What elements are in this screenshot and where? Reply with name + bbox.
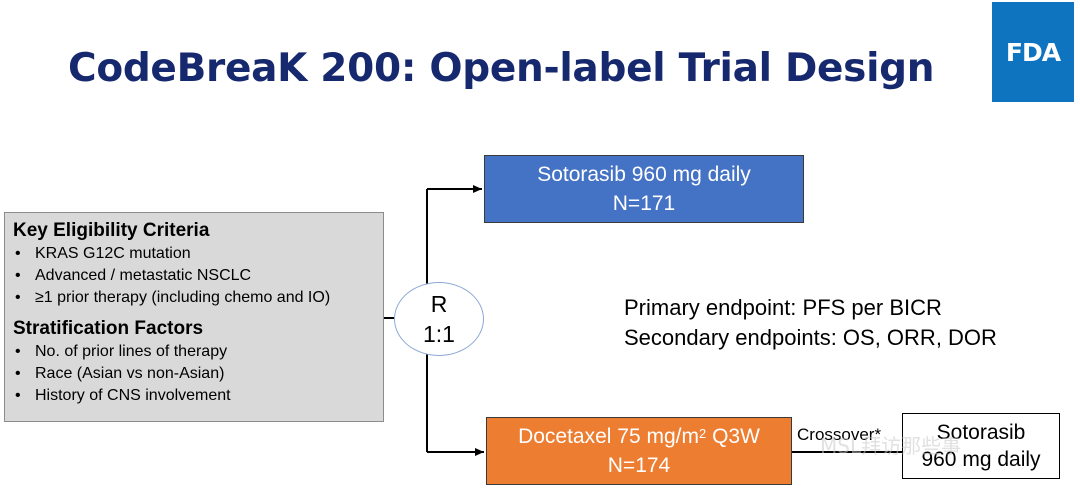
stratification-item: History of CNS involvement [13,385,383,407]
stratification-heading: Stratification Factors [13,318,204,339]
fda-logo: FDA [992,2,1074,102]
sotorasib-arm-dose: Sotorasib 960 mg daily [537,163,751,186]
randomization-label: R [430,291,448,317]
criteria-box: Key Eligibility Criteria KRAS G12C mutat… [4,212,384,422]
crossover-label: Crossover* [797,425,882,444]
docetaxel-arm-box: Docetaxel 75 mg/m2 Q3W N=174 [486,417,792,485]
watermark-text: MSL拜访那些事 [820,434,962,458]
crossover-drug: Sotorasib [936,421,1026,444]
docetaxel-dose-prefix: Docetaxel 75 mg/m [518,425,699,448]
stratification-item: Race (Asian vs non-Asian) [13,363,383,385]
crossover-sotorasib-box: Sotorasib 960 mg daily [902,413,1060,479]
eligibility-item: Advanced / metastatic NSCLC [13,265,383,287]
crossover-dose: 960 mg daily [921,448,1041,471]
slide-title: CodeBreaK 200: Open-label Trial Design [68,46,935,91]
docetaxel-dose-superscript: 2 [699,426,707,441]
eligibility-heading: Key Eligibility Criteria [13,220,210,241]
docetaxel-arm-n: N=174 [607,454,671,477]
stratification-list: No. of prior lines of therapy Race (Asia… [13,341,383,407]
randomization-circle: R 1:1 [394,282,484,356]
eligibility-list: KRAS G12C mutation Advanced / metastatic… [13,243,383,309]
eligibility-item: KRAS G12C mutation [13,243,383,265]
randomization-ratio: 1:1 [423,321,455,347]
secondary-endpoints: Secondary endpoints: OS, ORR, DOR [624,325,997,350]
endpoints-block: Primary endpoint: PFS per BICR Secondary… [624,293,997,353]
eligibility-item: ≥1 prior therapy (including chemo and IO… [13,287,383,309]
primary-endpoint: Primary endpoint: PFS per BICR [624,295,942,320]
sotorasib-arm-box: Sotorasib 960 mg daily N=171 [484,155,804,223]
docetaxel-dose-suffix: Q3W [706,425,760,448]
docetaxel-arm-dose: Docetaxel 75 mg/m2 Q3W [487,422,791,451]
sotorasib-arm-n: N=171 [612,192,676,215]
stratification-item: No. of prior lines of therapy [13,341,383,363]
